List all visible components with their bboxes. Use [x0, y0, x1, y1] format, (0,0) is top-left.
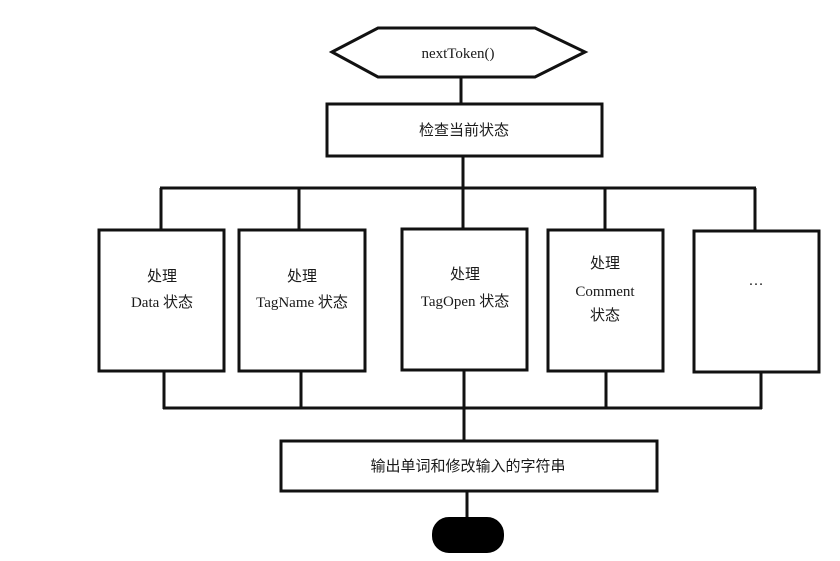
branch-tagname-state: 处理 TagName 状态: [237, 228, 367, 373]
branch-comment-line-2: Comment: [575, 284, 635, 300]
check-state-node: 检查当前状态: [325, 102, 604, 158]
branch-data-line-2: Data 状态: [131, 294, 193, 311]
branch-tagopen-state: 处理 TagOpen 状态: [400, 227, 529, 372]
branch-tagname-line-1: 处理: [287, 268, 317, 285]
start-node-label: nextToken(): [421, 46, 494, 62]
branch-data-state: 处理 Data 状态: [97, 228, 226, 373]
branch-tagopen-line-2: TagOpen 状态: [421, 293, 510, 310]
branch-tagname-line-2: TagName 状态: [256, 294, 348, 311]
start-node: nextToken(): [328, 26, 589, 79]
output-node: 输出单词和修改输入的字符串: [279, 439, 659, 493]
branch-comment-line-1: 处理: [590, 255, 620, 272]
branch-tagopen-line-1: 处理: [450, 266, 480, 283]
output-node-label: 输出单词和修改输入的字符串: [370, 458, 565, 475]
check-state-label: 检查当前状态: [419, 122, 509, 139]
branch-more-states: …: [692, 229, 821, 374]
branch-comment-line-3: 状态: [590, 307, 620, 324]
end-node: [432, 517, 504, 553]
branch-more-label: …: [749, 273, 764, 289]
branch-comment-state: 处理 Comment 状态: [546, 228, 665, 373]
branch-data-line-1: 处理: [147, 268, 177, 285]
